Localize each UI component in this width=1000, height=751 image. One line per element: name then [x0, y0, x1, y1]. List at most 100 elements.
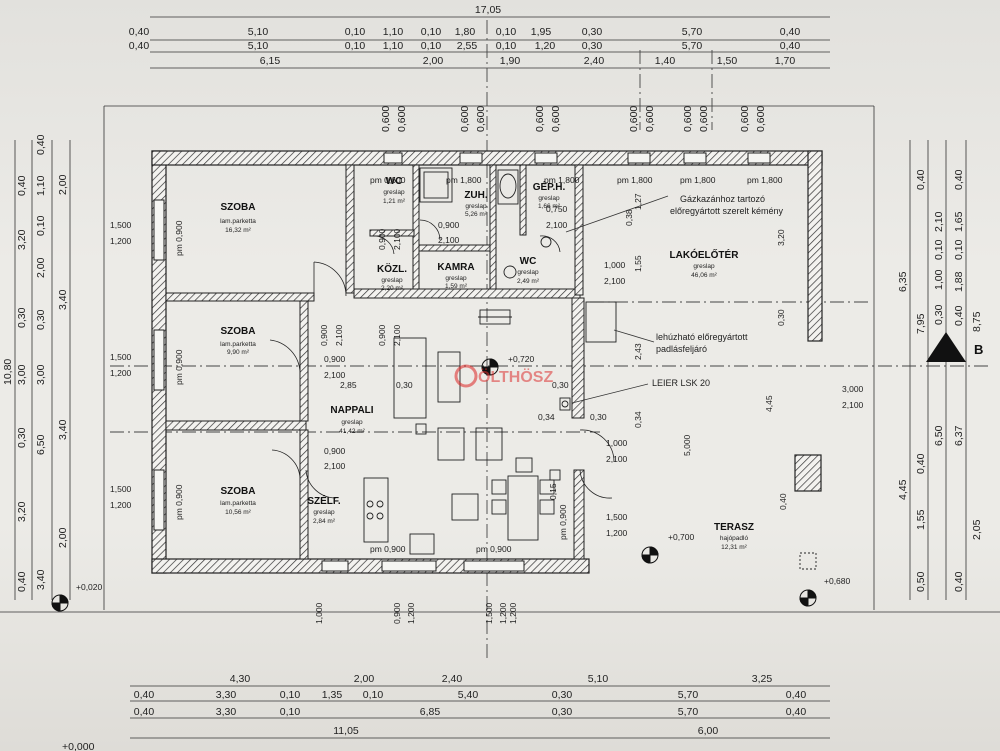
dim-left-c: 3,40 0,30 3,40 — [35, 309, 69, 590]
dim-label: 8,75 — [971, 311, 983, 332]
note-gas-chimney-1: Gázkazánhoz tartozó — [680, 194, 765, 204]
dim-label: 0,600 — [698, 106, 710, 132]
dim-label: 3,00 — [16, 364, 28, 385]
opening-label: 3,000 — [842, 384, 864, 394]
room-zuhanyzo: ZUH. greslap 5,26 m² — [464, 190, 488, 218]
opening-label: 1,200 — [110, 500, 132, 510]
room-szelfogo: SZÉLF. greslap 2,84 m² — [307, 494, 341, 525]
room-name: ZUH. — [464, 190, 488, 201]
door-swings — [269, 219, 615, 499]
opening-label: 2,100 — [842, 400, 864, 410]
dim-label: 1,20 — [535, 40, 556, 52]
dim-right-b: 0,40 1,65 0,10 1,88 0,40 6,37 2,05 0,40 — [953, 169, 983, 592]
room-szoba-2: SZOBA lam.parketta 9,90 m² — [220, 326, 256, 356]
dim-label: 0,600 — [739, 106, 751, 132]
opening-label: 2,100 — [392, 228, 402, 250]
room-area: 1,66 m² — [538, 203, 561, 210]
dim-label: 5,70 — [682, 26, 703, 38]
dim-right-c: 6,35 7,95 4,45 8,75 — [897, 271, 983, 500]
dim-label: 4,30 — [230, 673, 251, 685]
dim-label: 0,30 — [16, 307, 28, 328]
dim-label: 2,00 — [423, 55, 444, 67]
opening-label: 1,200 — [606, 528, 628, 538]
dim-label: 0,600 — [628, 106, 640, 132]
note-leier: LEIER LSK 20 — [652, 378, 710, 388]
dim-label: 0,600 — [459, 106, 471, 132]
room-area: 16,32 m² — [225, 227, 251, 234]
opening-label: 2,100 — [392, 324, 402, 346]
room-area: 12,31 m² — [721, 544, 747, 551]
dimension-lines — [0, 16, 1000, 739]
dim-label: 3,25 — [752, 673, 773, 685]
dim-label: 5,70 — [682, 40, 703, 52]
dim-label: 5,10 — [248, 26, 269, 38]
room-floor: greslap — [383, 189, 405, 196]
dim-label: 0,40 — [35, 134, 47, 155]
dim-label: 0,40 — [134, 706, 155, 718]
opening-labels: pm 0,900 pm 0,900 pm 0,900 pm 0,600 pm 1… — [110, 175, 864, 624]
opening-label: 1,27 — [633, 193, 643, 210]
dim-left-d: 10,80 3,00 — [2, 359, 47, 385]
opening-label: 2,100 — [546, 220, 568, 230]
opening-label: 1,200 — [110, 368, 132, 378]
dim-label: 3,40 — [35, 569, 47, 590]
dim-label: 1,10 — [383, 26, 404, 38]
dim-left-a: 0,40 1,10 0,40 3,20 0,10 0,30 3,00 0,30 … — [16, 134, 47, 592]
dim-label: 6,85 — [420, 706, 441, 718]
opening-label: 1,000 — [314, 602, 324, 624]
dim-label: 0,10 — [496, 26, 517, 38]
dim-label: 0,10 — [280, 706, 301, 718]
dim-label: 0,40 — [953, 305, 965, 326]
dim-label: 3,30 — [216, 706, 237, 718]
room-area: 2,49 m² — [517, 278, 540, 285]
opening-label: 0,750 — [546, 204, 568, 214]
dim-label: 1,10 — [383, 40, 404, 52]
dim-label: 1,35 — [322, 689, 343, 701]
opening-label: 2,85 — [340, 380, 357, 390]
opening-label: pm 0,900 — [174, 349, 184, 385]
room-szoba-1: SZOBA lam.parketta 16,32 m² — [220, 202, 256, 234]
opening-label: pm 0,900 — [476, 544, 512, 554]
opening-label: 0,34 — [538, 412, 555, 422]
dim-label: 2,55 — [457, 40, 478, 52]
dim-label: 2,10 — [933, 211, 945, 232]
dim-label: 0,10 — [345, 40, 366, 52]
dim-label: 3,00 — [35, 364, 47, 385]
room-name: SZÉLF. — [307, 494, 341, 507]
opening-label: 2,100 — [324, 461, 346, 471]
room-floor: lam.parketta — [220, 218, 256, 225]
dim-left-b: 2,00 2,00 3,40 6,50 2,00 — [35, 174, 69, 548]
opening-label: pm 0,900 — [174, 484, 184, 520]
dim-label: 0,10 — [421, 26, 442, 38]
room-lakoeloter: LAKÓELŐTÉR greslap 46,06 m² — [670, 248, 740, 279]
opening-label: 3,20 — [776, 229, 786, 246]
dim-label: 2,05 — [971, 519, 983, 540]
dim-label: 0,40 — [786, 706, 807, 718]
dim-label: 0,50 — [915, 571, 927, 592]
dim-label: 6,35 — [897, 271, 909, 292]
dim-label: 0,30 — [552, 689, 573, 701]
dim-label: 0,30 — [582, 26, 603, 38]
room-area: 10,56 m² — [225, 509, 251, 516]
note-gas-chimney-2: előregyártott szerelt kémény — [670, 206, 784, 216]
opening-label: 0,900 — [324, 446, 346, 456]
level-label: +0,020 — [76, 582, 103, 592]
opening-label: pm 1,800 — [680, 175, 716, 185]
room-floor: greslap — [517, 269, 539, 276]
dim-label: 3,40 — [57, 289, 69, 310]
opening-label: 0,900 — [438, 220, 460, 230]
opening-label: 1,200 — [498, 602, 508, 624]
opening-label: 0,30 — [396, 380, 413, 390]
opening-label: 0,30 — [552, 380, 569, 390]
dim-label: 3,30 — [216, 689, 237, 701]
dim-label: 1,40 — [655, 55, 676, 67]
room-gephaz: GÉP.H. greslap 1,66 m² — [533, 180, 566, 210]
opening-label: 1,500 — [110, 484, 132, 494]
dim-bottom-row3: 0,40 3,30 0,10 6,85 0,30 5,70 0,40 — [134, 706, 807, 718]
dim-label: 0,30 — [933, 304, 945, 325]
dim-label: 1,88 — [953, 271, 965, 292]
dim-label: 1,10 — [35, 175, 47, 196]
note-attic-2: padlásfeljáró — [656, 344, 707, 354]
axis-lines — [110, 20, 990, 660]
dim-top-total: 17,05 — [475, 4, 501, 16]
